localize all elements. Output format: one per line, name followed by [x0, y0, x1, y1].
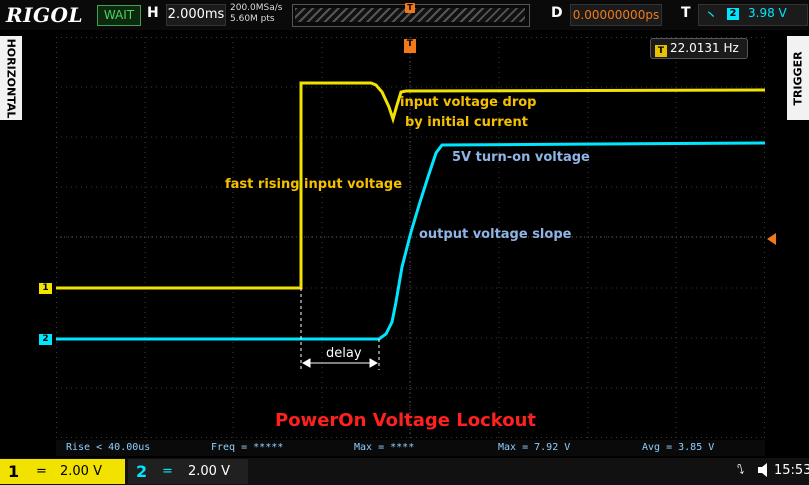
measurement-label: Max [498, 442, 517, 453]
trigger-source-badge: 2 [727, 8, 739, 20]
ch2-trace [56, 141, 765, 341]
measurement-label: Max [354, 442, 373, 453]
measurement-value: = 7.92 V [522, 442, 571, 453]
ch1-trace [56, 81, 765, 290]
timebase-value[interactable]: 2.000ms [166, 4, 226, 26]
trigger-menu-tab[interactable]: TRIGGER [787, 36, 809, 120]
measurement-max-ch2[interactable]: Max = 7.92 V [498, 442, 570, 453]
dc-coupling-icon: = [162, 464, 173, 479]
channel-scale: 2.00 V [60, 464, 102, 479]
usb-icon: ⭛ [737, 463, 745, 478]
counter-icon: T [655, 45, 667, 57]
figure-caption: PowerOn Voltage Lockout [275, 410, 537, 431]
trigger-level-marker[interactable] [767, 233, 776, 245]
trigger-level-value: 3.98 V [748, 6, 787, 20]
memory-window [295, 8, 525, 22]
measurement-value: < 40.00us [96, 442, 151, 453]
delay-key: D [551, 5, 563, 21]
measurement-rise[interactable]: Rise < 40.00us [66, 442, 150, 453]
channel-scale: 2.00 V [188, 464, 230, 479]
run-status-badge[interactable]: WAIT [97, 5, 141, 26]
delay-indicator [300, 288, 380, 370]
timebase-key: H [147, 5, 159, 21]
waveform-display [56, 37, 765, 438]
sample-rate: 200.0MSa/s [230, 3, 283, 13]
annotation-slope: output voltage slope [419, 227, 572, 242]
rising-edge-icon: ⼂ [704, 8, 718, 24]
horizontal-tab-label: HORIZONTAL [4, 38, 18, 118]
trigger-position-marker[interactable]: T [404, 39, 416, 53]
top-status-bar: RIGOL WAIT H 2.000ms 200.0MSa/s 5.60M pt… [0, 0, 809, 30]
acquisition-info: 200.0MSa/s 5.60M pts [230, 3, 282, 25]
channel-number: 2 [136, 462, 148, 481]
channel-2-tab[interactable]: 2 = 2.00 V [128, 459, 248, 484]
annotation-drop-line1: input voltage drop [400, 95, 537, 110]
dc-coupling-icon: = [36, 464, 47, 479]
channel-number: 1 [8, 462, 20, 481]
memory-overview[interactable]: T [292, 3, 530, 27]
memory-trigger-marker: T [405, 3, 415, 13]
ch1-offset-marker[interactable]: 1 [39, 283, 52, 294]
ch2-offset-marker[interactable]: 2 [39, 334, 52, 345]
trigger-tab-label: TRIGGER [791, 50, 805, 106]
annotation-rising-input: fast rising input voltage [225, 177, 403, 192]
annotation-turn-on: 5V turn-on voltage [452, 150, 590, 165]
measurement-bar: Rise < 40.00us Freq = ***** Max = **** M… [56, 440, 765, 456]
bottom-channel-bar: 1 = 2.00 V 2 = 2.00 V ⭛ 15:53 [0, 458, 809, 485]
measurement-value: = **** [378, 442, 415, 453]
measurement-label: Avg [642, 442, 661, 453]
memory-depth: 5.60M pts [230, 14, 275, 24]
channel-1-tab[interactable]: 1 = 2.00 V [0, 459, 125, 484]
trigger-settings[interactable] [698, 4, 808, 26]
brand-logo: RIGOL [6, 3, 84, 27]
clock-time: 15:53 [774, 463, 809, 478]
horizontal-menu-tab[interactable]: HORIZONTAL [0, 36, 22, 120]
frequency-value: 22.0131 Hz [670, 41, 739, 55]
annotation-drop-line2: by initial current [405, 115, 528, 130]
speaker-icon[interactable] [757, 462, 771, 478]
horizontal-delay-value[interactable]: 0.00000000ps [570, 4, 662, 26]
measurement-avg[interactable]: Avg = 3.85 V [642, 442, 714, 453]
measurement-label: Freq [211, 442, 236, 453]
trigger-position-label: T [406, 39, 414, 49]
annotation-delay: delay [326, 346, 362, 361]
measurement-label: Rise [66, 442, 91, 453]
measurement-freq[interactable]: Freq = ***** [211, 442, 283, 453]
measurement-value: = ***** [241, 442, 284, 453]
measurement-max-ch1[interactable]: Max = **** [354, 442, 414, 453]
trigger-key: T [681, 5, 691, 21]
measurement-value: = 3.85 V [666, 442, 715, 453]
waveform-grid [56, 37, 765, 438]
